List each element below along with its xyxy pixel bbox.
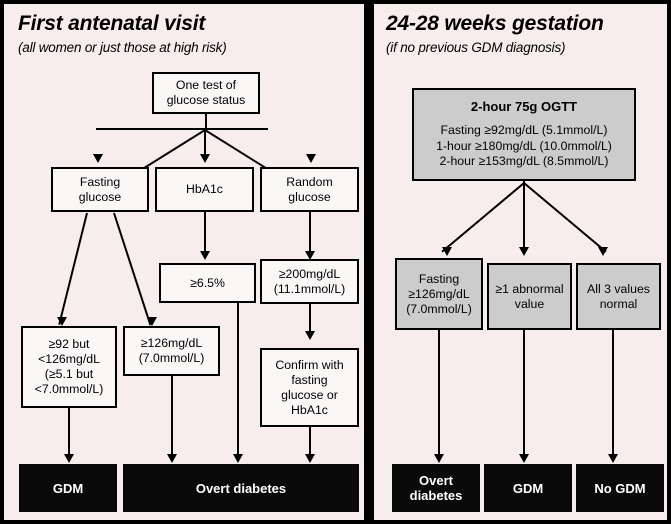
node-fasting-gdm-range[interactable]: ≥92 but<126mg/dL(≥5.1 but<7.0mmol/L): [21, 326, 117, 408]
panel-24-28-weeks-gestation: 24-28 weeks gestation (if no previous GD…: [372, 2, 669, 522]
node-outcome-overt-diabetes-left-label: Overt diabetes: [195, 480, 287, 496]
right-panel-subtitle: (if no previous GDM diagnosis): [386, 40, 566, 55]
node-result-fasting-126-label: Fasting≥126mg/dL(7.0mmol/L): [406, 271, 472, 316]
node-outcome-no-gdm-label: No GDM: [594, 480, 646, 496]
node-ogtt[interactable]: 2-hour 75g OGTT Fasting ≥92mg/dL (5.1mmo…: [412, 88, 636, 181]
left-panel-title: First antenatal visit: [18, 12, 206, 35]
arrow-fasting-to-overt-threshold: [147, 317, 157, 326]
arrow-hba1c-threshold-to-overt: [233, 454, 243, 463]
arrow-fasting-126-to-overt: [434, 454, 444, 463]
node-fasting-overt-threshold-label: ≥126mg/dL(7.0mmol/L): [138, 336, 205, 365]
edge-random-threshold-to-confirm: [309, 304, 311, 336]
arrow-ogtt-to-normal: [598, 247, 608, 256]
edge-ogtt-to-abnormal: [523, 181, 525, 249]
arrow-gdm-range-to-gdm: [64, 454, 74, 463]
node-outcome-gdm-left[interactable]: GDM: [19, 464, 117, 512]
edge-entry-to-hba1c: [204, 128, 206, 158]
arrow-entry-to-fasting: [93, 154, 103, 163]
arrow-fasting-overt-to-overt: [167, 454, 177, 463]
arrow-random-threshold-to-confirm: [305, 331, 315, 340]
node-outcome-overt-diabetes-left[interactable]: Overt diabetes: [123, 464, 359, 512]
node-test-hba1c[interactable]: HbA1c: [155, 167, 254, 212]
edge-ogtt-to-normal: [523, 182, 607, 253]
node-hba1c-threshold-label: ≥6.5%: [190, 275, 225, 290]
edge-fasting-to-overt-threshold: [113, 212, 152, 326]
node-result-fasting-126[interactable]: Fasting≥126mg/dL(7.0mmol/L): [395, 258, 483, 330]
node-outcome-gdm-left-label: GDM: [52, 480, 84, 496]
node-ogtt-criteria-2: 1-hour ≥180mg/dL (10.0mmol/L): [436, 138, 612, 153]
node-outcome-gdm-right[interactable]: GDM: [484, 464, 572, 512]
node-fasting-gdm-range-label: ≥92 but<126mg/dL(≥5.1 but<7.0mmol/L): [34, 337, 104, 396]
node-outcome-no-gdm[interactable]: No GDM: [576, 464, 664, 512]
node-fasting-overt-threshold[interactable]: ≥126mg/dL(7.0mmol/L): [123, 326, 220, 376]
edge-fasting-to-gdm-range: [58, 212, 88, 325]
edge-gdm-range-to-gdm: [68, 408, 70, 461]
node-ogtt-heading: 2-hour 75g OGTT: [470, 99, 578, 115]
arrow-fasting-to-gdm-range: [57, 317, 67, 326]
edge-ogtt-to-fasting: [441, 182, 525, 253]
arrow-hba1c-to-threshold: [200, 251, 210, 260]
arrow-entry-to-random: [306, 154, 316, 163]
edge-fasting-126-to-overt: [438, 330, 440, 461]
edge-normal-to-no-gdm: [612, 330, 614, 461]
node-hba1c-threshold[interactable]: ≥6.5%: [159, 263, 256, 303]
arrow-ogtt-to-fasting: [442, 247, 452, 256]
edge-hba1c-to-threshold: [204, 212, 206, 256]
node-ogtt-criteria-1: Fasting ≥92mg/dL (5.1mmol/L): [440, 123, 608, 138]
arrow-confirm-to-overt: [305, 454, 315, 463]
arrow-abnormal-to-gdm: [519, 454, 529, 463]
edge-fasting-overt-to-overt: [171, 376, 173, 461]
edge-hba1c-threshold-to-overt: [237, 303, 239, 461]
arrow-normal-to-no-gdm: [608, 454, 618, 463]
node-ogtt-criteria-3: 2-hour ≥153mg/dL (8.5mmol/L): [439, 154, 609, 169]
edge-entry-stem: [205, 114, 207, 130]
arrow-ogtt-to-abnormal: [519, 247, 529, 256]
node-random-threshold-label: ≥200mg/dL(11.1mmol/L): [273, 266, 346, 296]
left-panel-subtitle: (all women or just those at high risk): [18, 40, 227, 55]
node-test-hba1c-label: HbA1c: [186, 182, 223, 196]
edge-entry-bus: [96, 128, 268, 130]
edge-confirm-to-overt: [309, 427, 311, 461]
edge-abnormal-to-gdm: [523, 330, 525, 461]
right-panel-title: 24-28 weeks gestation: [386, 12, 604, 35]
arrow-random-to-threshold: [305, 251, 315, 260]
panel-first-antenatal-visit: First antenatal visit (all women or just…: [2, 2, 366, 522]
node-random-threshold[interactable]: ≥200mg/dL(11.1mmol/L): [260, 259, 359, 304]
arrow-entry-to-hba1c: [200, 154, 210, 163]
edge-random-to-threshold: [309, 212, 311, 256]
node-outcome-gdm-right-label: GDM: [512, 480, 544, 496]
